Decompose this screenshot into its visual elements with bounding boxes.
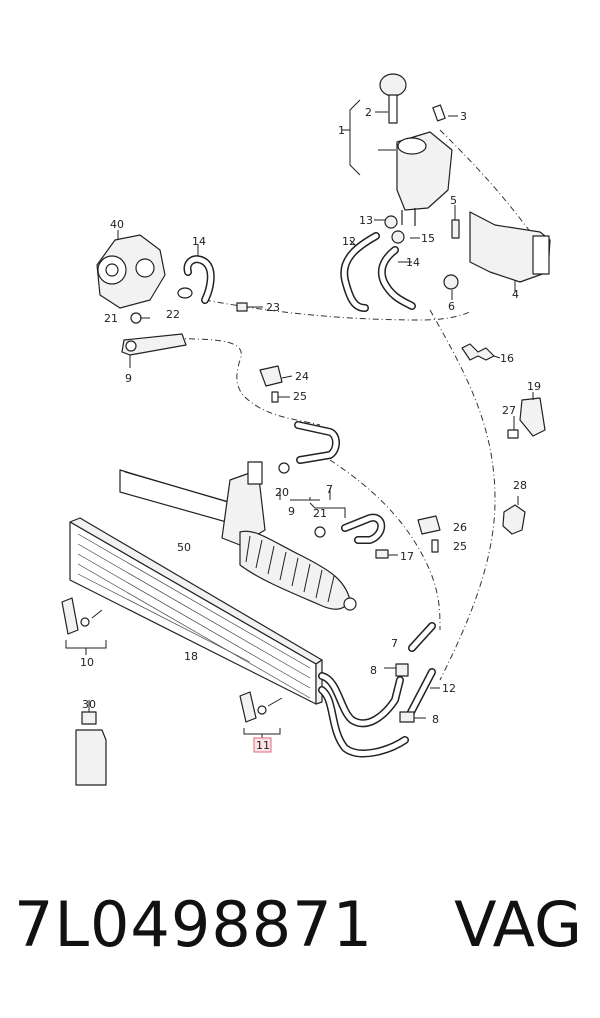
caption-bar: 7L0498871 VAG — [0, 888, 600, 988]
callout-26: 26 — [453, 521, 467, 534]
brand-name: VAG — [454, 888, 582, 961]
callout-24: 24 — [295, 370, 309, 383]
callout-27: 27 — [502, 404, 516, 417]
callout-12a: 12 — [342, 235, 356, 248]
callout-13: 13 — [359, 214, 373, 227]
callout-21b: 21 — [313, 507, 327, 520]
clips-and-brackets — [461, 343, 546, 535]
callout-19: 19 — [527, 380, 541, 393]
bracket-assembly — [443, 205, 551, 300]
steering-rack — [119, 461, 357, 611]
callout-16: 16 — [500, 352, 514, 365]
callout-50: 50 — [177, 541, 191, 554]
callout-12b: 12 — [442, 682, 456, 695]
callout-14a: 14 — [192, 235, 206, 248]
callout-23: 23 — [266, 301, 280, 314]
callout-22: 22 — [166, 308, 180, 321]
parts-diagram: 1 2 3 4 5 6 7 7 8 8 9 9 10 11 12 12 13 1… — [61, 73, 551, 786]
callout-8a: 8 — [370, 664, 377, 677]
callout-7a: 7 — [326, 483, 333, 496]
bracket-kit-11 — [239, 691, 283, 753]
callout-30: 30 — [82, 698, 96, 711]
callout-1: 1 — [338, 124, 345, 137]
callout-6: 6 — [448, 300, 455, 313]
part-number: 7L0498871 — [14, 888, 374, 961]
callout-8b: 8 — [432, 713, 439, 726]
callout-18: 18 — [184, 650, 198, 663]
cooler-hoses — [318, 622, 440, 758]
callout-21a: 21 — [104, 312, 118, 325]
callout-labels: 1 2 3 4 5 6 7 7 8 8 9 9 10 11 12 12 13 1… — [80, 106, 541, 752]
callout-17: 17 — [400, 550, 414, 563]
callout-11: 11 — [256, 739, 270, 752]
callout-7b: 7 — [391, 637, 398, 650]
callout-10: 10 — [80, 656, 94, 669]
highlight-box-11 — [253, 737, 272, 753]
oil-cooler — [69, 517, 323, 705]
reservoir-assembly — [342, 73, 458, 244]
callout-14b: 14 — [406, 256, 420, 269]
callout-4: 4 — [512, 288, 519, 301]
line-fittings — [259, 365, 441, 559]
callout-9b: 9 — [288, 505, 295, 518]
callout-25b: 25 — [453, 540, 467, 553]
callout-40: 40 — [110, 218, 124, 231]
callout-15: 15 — [421, 232, 435, 245]
callout-28: 28 — [513, 479, 527, 492]
callout-2: 2 — [365, 106, 372, 119]
callout-20: 20 — [275, 486, 289, 499]
callout-25a: 25 — [293, 390, 307, 403]
oil-bottle — [75, 700, 107, 786]
callout-5: 5 — [450, 194, 457, 207]
reservoir-hoses — [340, 232, 416, 312]
callout-3: 3 — [460, 110, 467, 123]
callout-9a: 9 — [125, 372, 132, 385]
bracket-kit-10 — [61, 597, 107, 655]
pump-assembly — [96, 230, 263, 368]
